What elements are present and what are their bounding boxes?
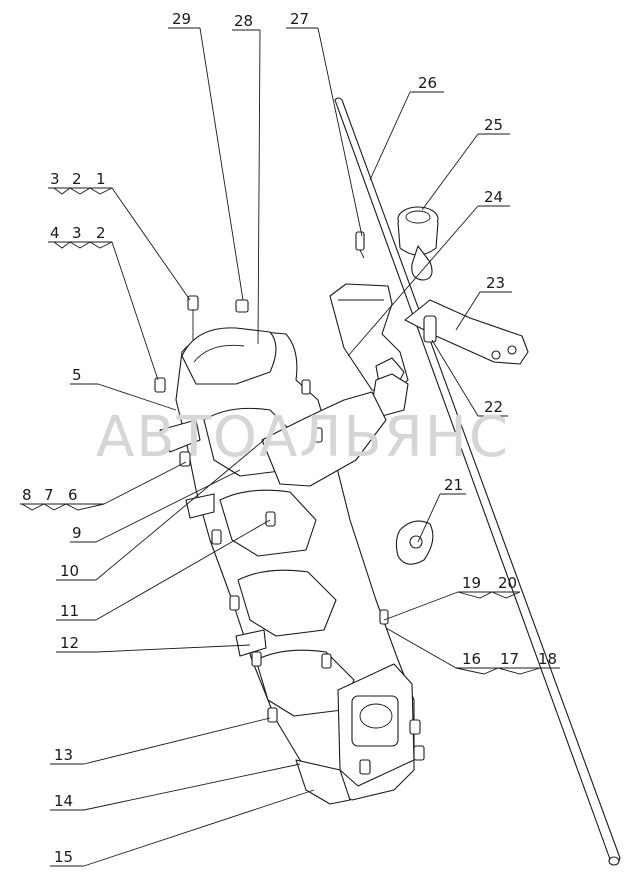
bracket bbox=[404, 299, 529, 365]
callout-12: 12 bbox=[60, 634, 79, 652]
callout-3-second: 3 bbox=[72, 224, 82, 242]
callout-28: 28 bbox=[234, 12, 253, 30]
callout-23: 23 bbox=[486, 274, 505, 292]
callout-26: 26 bbox=[418, 74, 437, 92]
callout-16: 16 bbox=[462, 650, 481, 668]
callout-7: 7 bbox=[44, 486, 54, 504]
callout-5: 5 bbox=[72, 366, 82, 384]
callout-19: 19 bbox=[462, 574, 481, 592]
bolts bbox=[154, 295, 425, 775]
callout-15: 15 bbox=[54, 848, 73, 866]
callout-3-top: 3 bbox=[50, 170, 60, 188]
callout-17: 17 bbox=[500, 650, 519, 668]
callout-24: 24 bbox=[484, 188, 503, 206]
callout-13: 13 bbox=[54, 746, 73, 764]
callout-2-second: 2 bbox=[96, 224, 106, 242]
callout-9: 9 bbox=[72, 524, 82, 542]
callout-numbers: 29 28 27 26 25 24 23 22 21 19 20 16 17 1… bbox=[22, 10, 557, 866]
callout-25: 25 bbox=[484, 116, 503, 134]
callout-1: 1 bbox=[96, 170, 106, 188]
gasket bbox=[395, 520, 434, 565]
callout-29: 29 bbox=[172, 10, 191, 28]
callout-21: 21 bbox=[444, 476, 463, 494]
group-ticks bbox=[21, 187, 541, 675]
small-sensor bbox=[355, 231, 365, 259]
callout-8: 8 bbox=[22, 486, 32, 504]
callout-18: 18 bbox=[538, 650, 557, 668]
callout-2-top: 2 bbox=[72, 170, 82, 188]
manifold-body bbox=[159, 327, 415, 805]
callout-10: 10 bbox=[60, 562, 79, 580]
watermark-text: АВТОАЛЬЯНС bbox=[96, 405, 510, 470]
callout-4: 4 bbox=[50, 224, 60, 242]
callout-22: 22 bbox=[484, 398, 503, 416]
callout-6: 6 bbox=[68, 486, 78, 504]
callout-27: 27 bbox=[290, 10, 309, 28]
thermostat-housing bbox=[397, 206, 439, 281]
callout-11: 11 bbox=[60, 602, 79, 620]
callout-14: 14 bbox=[54, 792, 73, 810]
leader-lines bbox=[20, 27, 560, 867]
callout-20: 20 bbox=[498, 574, 517, 592]
